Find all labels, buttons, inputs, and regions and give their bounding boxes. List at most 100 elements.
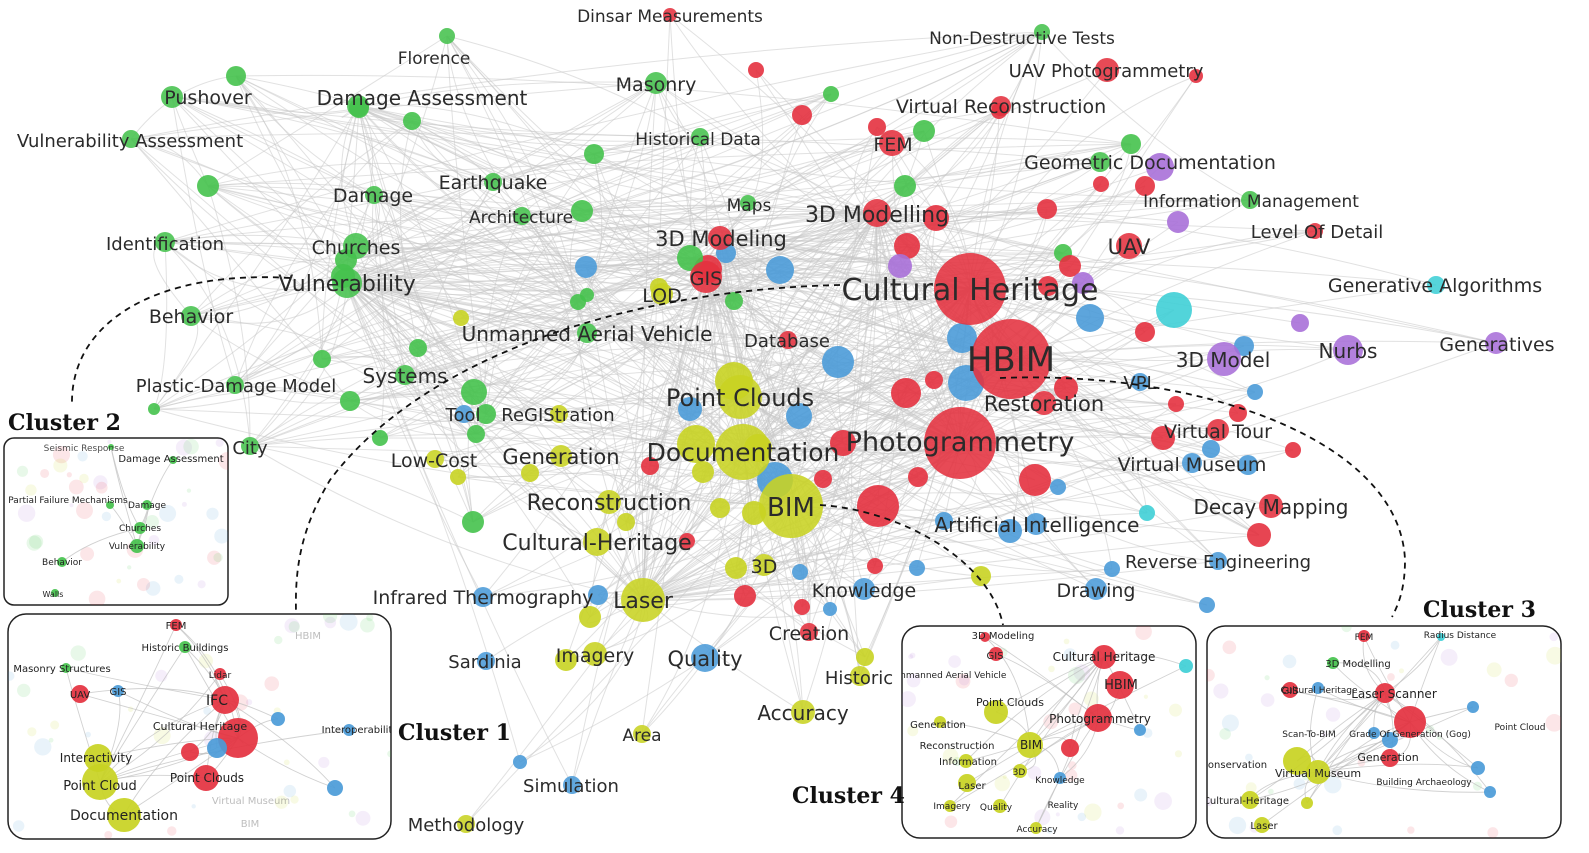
c3-inset-label: Conservation	[1201, 760, 1267, 771]
network-edge	[755, 69, 971, 290]
faded-node	[1222, 640, 1237, 655]
label-drawing: Drawing	[1056, 580, 1135, 602]
inset-node	[984, 700, 1008, 724]
inset-node	[193, 765, 219, 791]
network-edge	[153, 245, 357, 410]
network-node	[197, 175, 219, 197]
network-node	[313, 350, 331, 368]
inset-node	[1471, 761, 1485, 775]
network-edge	[345, 130, 925, 261]
c4-inset-label: Reality	[1048, 801, 1079, 811]
inset-node	[1306, 760, 1330, 784]
network-edge	[130, 138, 357, 247]
label-lowcost: Low-Cost	[391, 450, 478, 472]
faded-node	[1260, 693, 1275, 707]
inset-edge	[224, 699, 336, 789]
network-edge	[153, 105, 359, 410]
faded-node	[1325, 707, 1341, 722]
faded-node	[34, 738, 52, 756]
faded-node	[1063, 638, 1070, 645]
faded-node	[215, 438, 224, 447]
faded-node	[1213, 683, 1229, 699]
faded-node	[213, 552, 223, 563]
network-node	[725, 292, 743, 310]
inset-node	[1382, 732, 1398, 748]
inset-node	[106, 501, 114, 509]
faded-node	[1046, 827, 1053, 834]
network-node	[461, 379, 487, 405]
network-edge	[570, 210, 588, 334]
network-edge	[358, 107, 477, 435]
faded-node	[1117, 802, 1125, 810]
faded-node	[348, 810, 356, 818]
c4-inset-label: Information	[939, 757, 997, 768]
network-edge	[571, 599, 644, 786]
faded-node	[95, 481, 108, 494]
inset-node	[61, 663, 71, 673]
c1-inset-label: IFC	[206, 693, 228, 709]
faded-node	[1174, 750, 1183, 758]
network-edge	[234, 120, 413, 386]
label-geomdoc: Geometric Documentation	[1024, 152, 1276, 174]
network-edge	[457, 396, 741, 478]
network-edge	[642, 552, 876, 601]
inset-node	[934, 716, 946, 728]
node-histdata	[691, 128, 709, 146]
c2-inset-label: Seismic Response	[44, 444, 125, 454]
label-pointclouds: Point Clouds	[666, 384, 814, 412]
faded-node	[1219, 728, 1231, 740]
c4-inset-label: Photogrammetry	[1049, 712, 1151, 726]
node-3dmodeling	[708, 226, 732, 250]
node-masonry	[645, 72, 667, 94]
inset-node	[993, 799, 1007, 813]
node-restoration	[1032, 391, 1056, 415]
network-edge	[349, 294, 588, 402]
network-edge	[358, 81, 657, 109]
node-pushover	[161, 86, 183, 108]
network-edge	[641, 276, 707, 735]
cluster-leader-lines	[71, 276, 1406, 626]
network-node	[1167, 211, 1189, 233]
network-edge	[699, 136, 740, 302]
node-geomdoc	[1090, 152, 1110, 172]
faded-node	[360, 617, 375, 633]
faded-node	[70, 645, 86, 661]
c4-inset-label: Laser	[958, 781, 986, 792]
network-edge	[802, 212, 878, 713]
network-node	[678, 397, 702, 421]
label-nurbs: Nurbs	[1319, 339, 1378, 363]
inset-edge	[984, 636, 1031, 746]
network-edge	[207, 185, 691, 259]
network-edge	[492, 136, 701, 186]
node-ndt	[1034, 24, 1050, 40]
label-gis: GIS	[690, 268, 722, 290]
faded-node	[1068, 702, 1082, 716]
label-vulnassess: Vulnerability Assessment	[17, 131, 243, 152]
c4-inset-label: Reconstruction	[920, 741, 995, 752]
network-edge	[411, 120, 701, 142]
faded-node	[1143, 694, 1149, 699]
network-node	[794, 599, 810, 615]
node-churches	[343, 233, 369, 259]
c1-inset-label: Point Clouds	[170, 771, 244, 785]
c1-inset-label: HBIM	[295, 631, 321, 642]
network-edge	[153, 390, 351, 410]
c4-inset-label: 3D Modeling	[972, 631, 1035, 642]
network-node	[1093, 176, 1109, 192]
network-edge	[719, 110, 1000, 239]
network-edge	[876, 212, 1497, 344]
network-edge	[249, 212, 878, 447]
node-ai	[1025, 513, 1047, 535]
node-documentation	[715, 424, 771, 480]
faded-node	[1034, 809, 1051, 826]
node-virtrecon	[991, 96, 1011, 116]
network-nodes	[122, 8, 1507, 833]
faded-node	[955, 673, 971, 689]
network-edge	[355, 245, 588, 334]
network-node	[913, 120, 935, 142]
network-edge	[581, 161, 1101, 212]
node-infomgmt	[1241, 191, 1259, 209]
network-edge	[417, 294, 588, 349]
network-edge	[719, 211, 1179, 239]
